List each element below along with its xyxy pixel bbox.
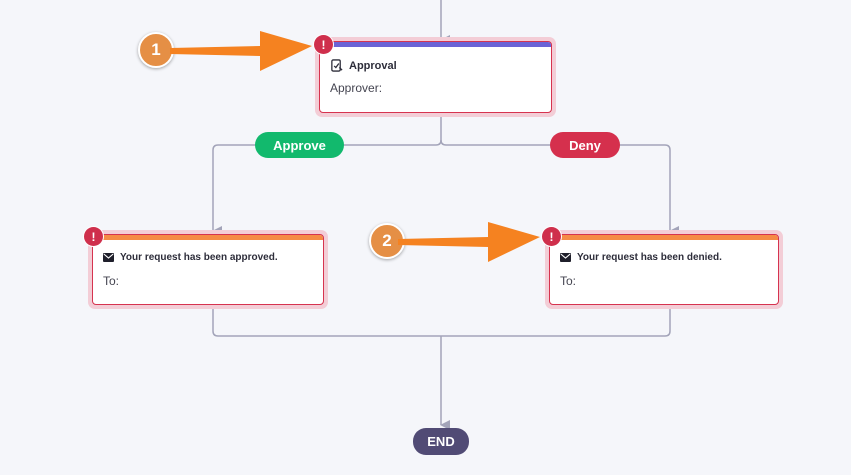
denied-email-error-badge[interactable]: ! (542, 227, 561, 246)
denied-email-title: Your request has been denied. (550, 252, 778, 263)
approval-node[interactable]: Approval Approver: (315, 37, 556, 117)
approved-email-to-field: To: (103, 274, 120, 288)
approve-branch-label[interactable]: Approve (255, 132, 344, 158)
approved-email-node-bar (93, 235, 323, 240)
approver-field: Approver: (330, 81, 383, 95)
connector-merge (212, 307, 671, 337)
callout-1-arrow (170, 31, 312, 71)
denied-email-node-bar (550, 235, 778, 240)
approved-email-card: Your request has been approved. To: (92, 234, 324, 305)
approved-email-error-badge[interactable]: ! (84, 227, 103, 246)
approval-card: Approval Approver: (319, 41, 552, 113)
envelope-icon (103, 253, 114, 262)
approved-email-title-text: Your request has been approved. (120, 252, 278, 263)
denied-email-to-field: To: (560, 274, 577, 288)
deny-branch-label[interactable]: Deny (550, 132, 620, 158)
denied-email-card: Your request has been denied. To: (549, 234, 779, 305)
end-node[interactable]: END (413, 428, 469, 455)
callout-2-arrow (398, 222, 540, 262)
denied-email-node[interactable]: Your request has been denied. To: (545, 230, 783, 309)
approved-email-title: Your request has been approved. (93, 252, 323, 263)
approval-node-bar (320, 42, 551, 47)
approval-document-icon (330, 59, 343, 72)
approved-email-node[interactable]: Your request has been approved. To: (88, 230, 328, 309)
envelope-icon (560, 253, 571, 262)
approval-node-title-text: Approval (349, 59, 397, 72)
connector-branch-right (440, 139, 679, 236)
approval-error-badge[interactable]: ! (314, 35, 333, 54)
denied-email-title-text: Your request has been denied. (577, 252, 722, 263)
approval-node-title: Approval (320, 59, 551, 72)
callout-1-marker: 1 (138, 32, 174, 68)
